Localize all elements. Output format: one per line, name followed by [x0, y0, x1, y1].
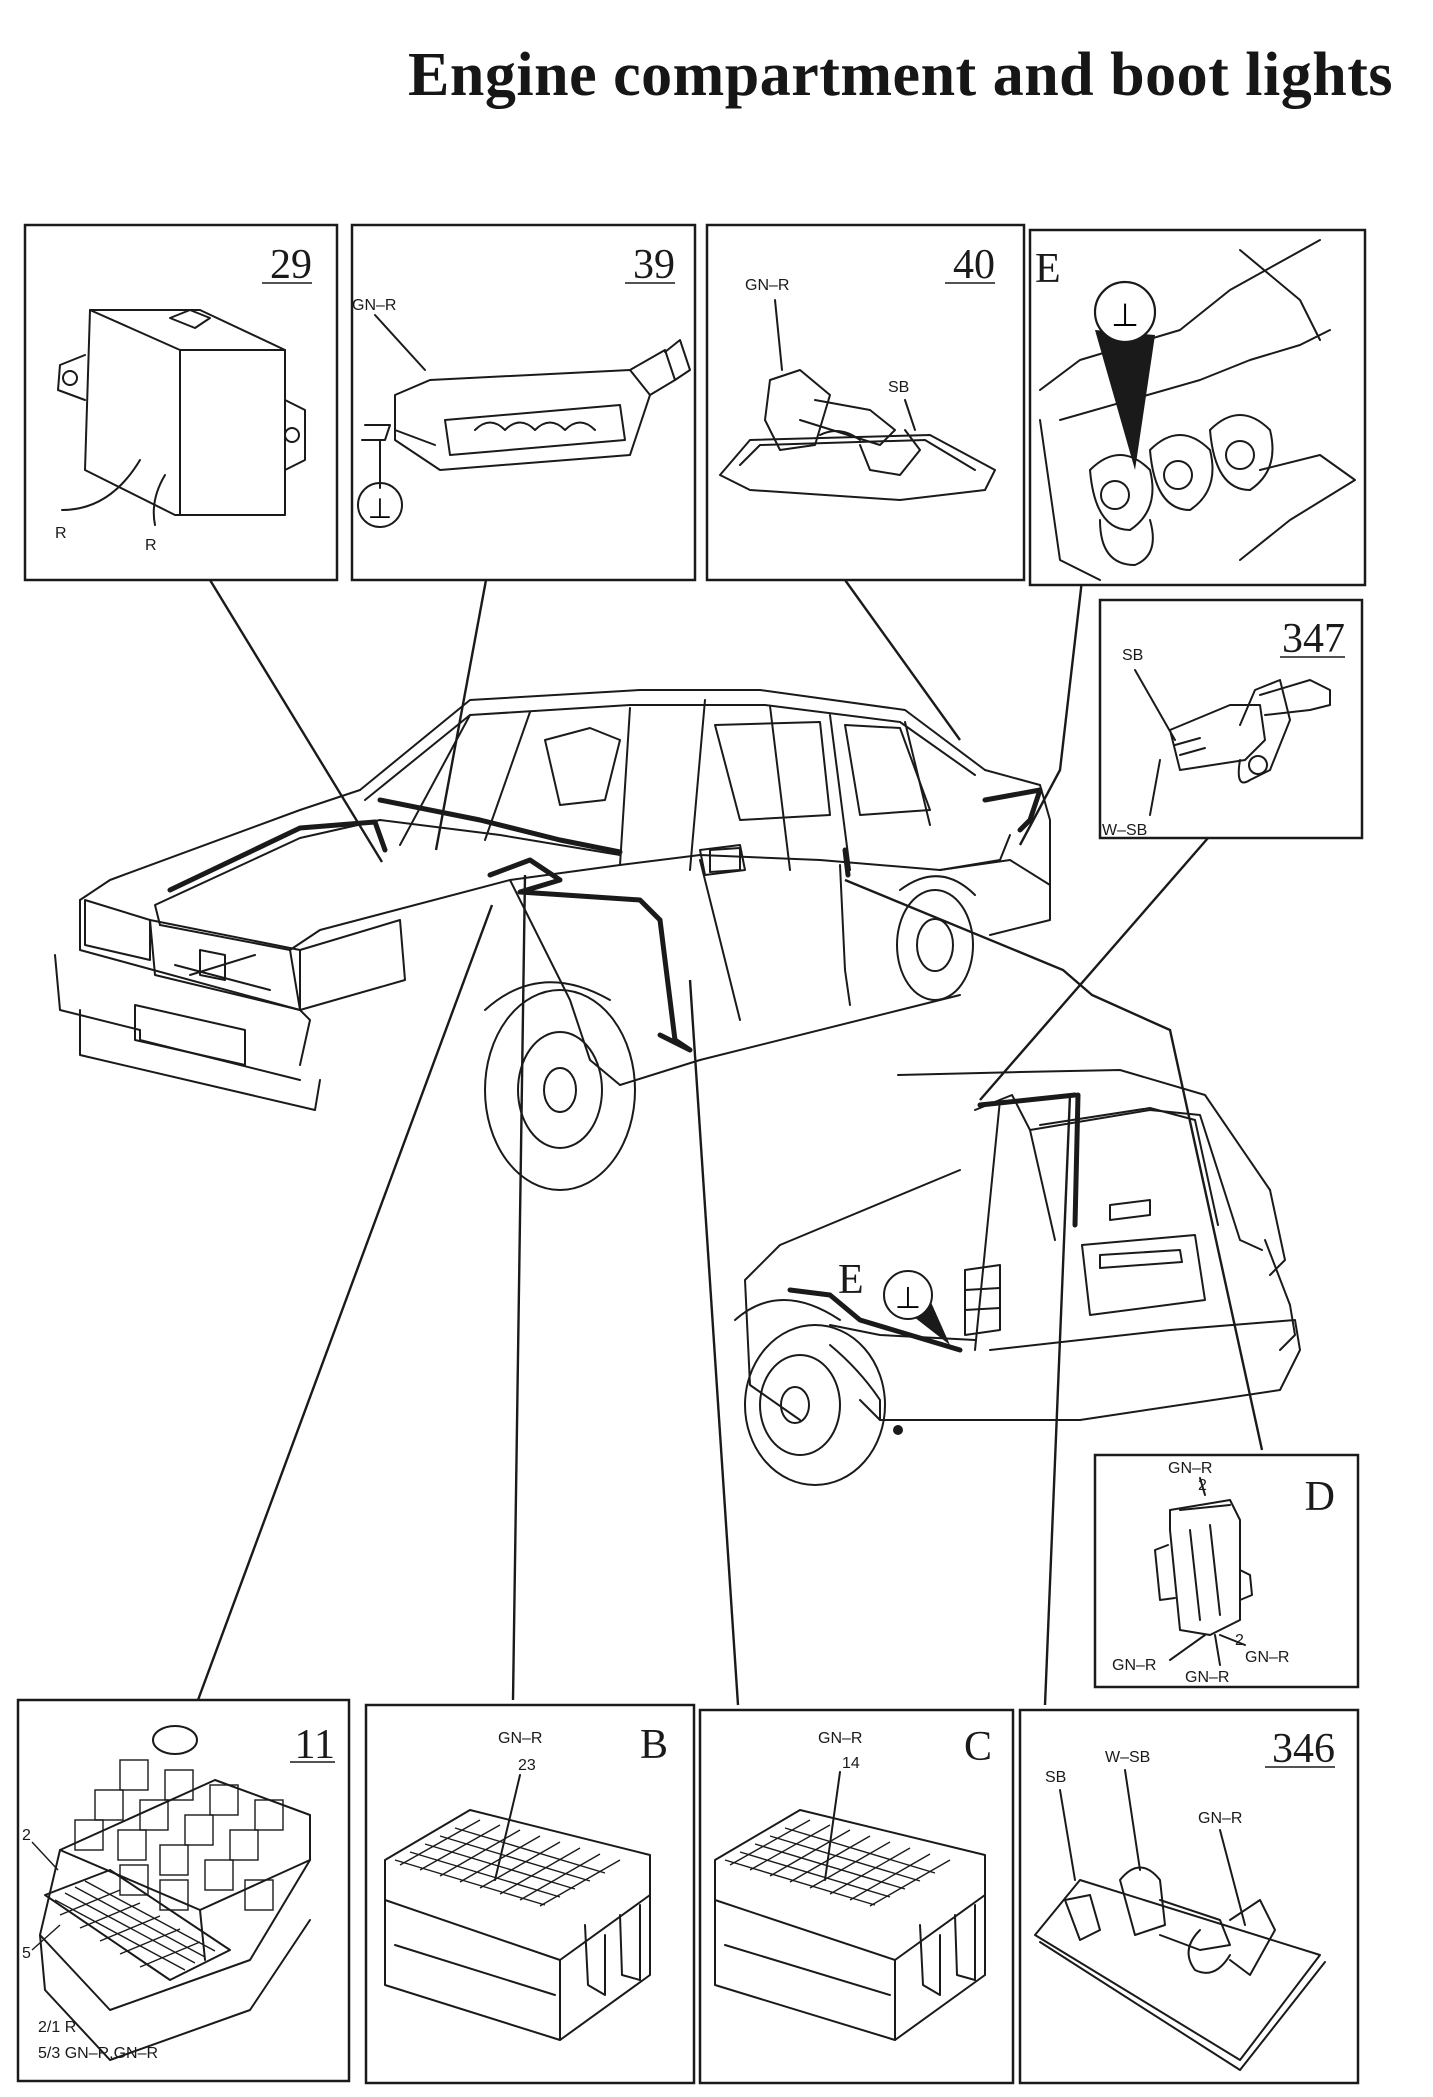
panel-347: 347 SB W–SB	[1098, 598, 1364, 840]
panel-11-label: 2/1 R	[38, 2019, 76, 2036]
sedan-illustration	[54, 689, 1051, 1191]
panel-c-label: GN–R	[818, 1730, 862, 1747]
panel-347-label: W–SB	[1102, 822, 1147, 839]
panel-346-label: SB	[1045, 1769, 1066, 1786]
panel-c-label: 14	[842, 1755, 860, 1772]
panel-11-label: 5	[22, 1945, 31, 1962]
panel-40-number: 40	[953, 242, 995, 288]
panel-b-label: GN–R	[498, 1730, 542, 1747]
panel-d-label: GN–R	[1245, 1649, 1289, 1666]
panel-11-number: 11	[295, 1722, 335, 1768]
panel-347-label: SB	[1122, 647, 1143, 664]
panel-29-label: R	[145, 537, 157, 554]
panel-11-label: 5/3 GN–R,GN–R	[38, 2045, 158, 2062]
panel-c: C GN–R 14	[698, 1708, 1015, 2085]
panel-d-label: GN–R	[1168, 1460, 1212, 1477]
panel-29-number: 29	[270, 242, 312, 288]
panel-d-letter: D	[1305, 1474, 1335, 1520]
panel-b: B GN–R 23	[364, 1703, 696, 2085]
panel-b-letter: B	[640, 1722, 668, 1768]
page-title: Engine compartment and boot lights	[408, 41, 1393, 109]
panel-e-letter: E	[1035, 246, 1061, 292]
panel-b-label: 23	[518, 1757, 536, 1774]
estate-marker-e: E	[838, 1257, 864, 1303]
ground-symbol-icon: ⊥	[1111, 297, 1139, 333]
ground-symbol-icon: ⊥	[895, 1282, 921, 1315]
panel-39: 39 GN–R ⊥	[350, 223, 697, 582]
leader-lines	[196, 579, 1264, 1706]
panel-39-number: 39	[633, 242, 675, 288]
panel-29-label: R	[55, 525, 67, 542]
panel-347-number: 347	[1282, 616, 1345, 662]
panel-d-label: GN–R	[1185, 1669, 1229, 1686]
panel-40: 40 GN–R SB	[705, 223, 1026, 582]
panel-346-label: W–SB	[1105, 1749, 1150, 1766]
panel-d-label: 2	[1235, 1632, 1244, 1649]
panel-c-letter: C	[964, 1724, 992, 1770]
estate-illustration: ⊥ E	[734, 1069, 1301, 1486]
panel-40-label: GN–R	[745, 277, 789, 294]
panel-11-label: 2	[22, 1827, 31, 1844]
panel-346-number: 346	[1272, 1726, 1335, 1772]
panel-29: 29 R R	[23, 223, 339, 582]
ground-symbol-icon: ⊥	[368, 494, 392, 525]
panel-d: D GN–R 2 2 GN–R GN–R GN–R	[1093, 1453, 1360, 1689]
panel-346-label: GN–R	[1198, 1810, 1242, 1827]
panel-d-label: GN–R	[1112, 1657, 1156, 1674]
panel-346: 346 SB W–SB GN–R	[1018, 1708, 1360, 2085]
panel-e: E ⊥	[1028, 228, 1367, 587]
panel-40-label: SB	[888, 379, 909, 396]
panel-11: 11 2 5 2/1 R 5/3 GN–R,GN–R	[16, 1698, 351, 2083]
panel-39-label: GN–R	[352, 297, 396, 314]
